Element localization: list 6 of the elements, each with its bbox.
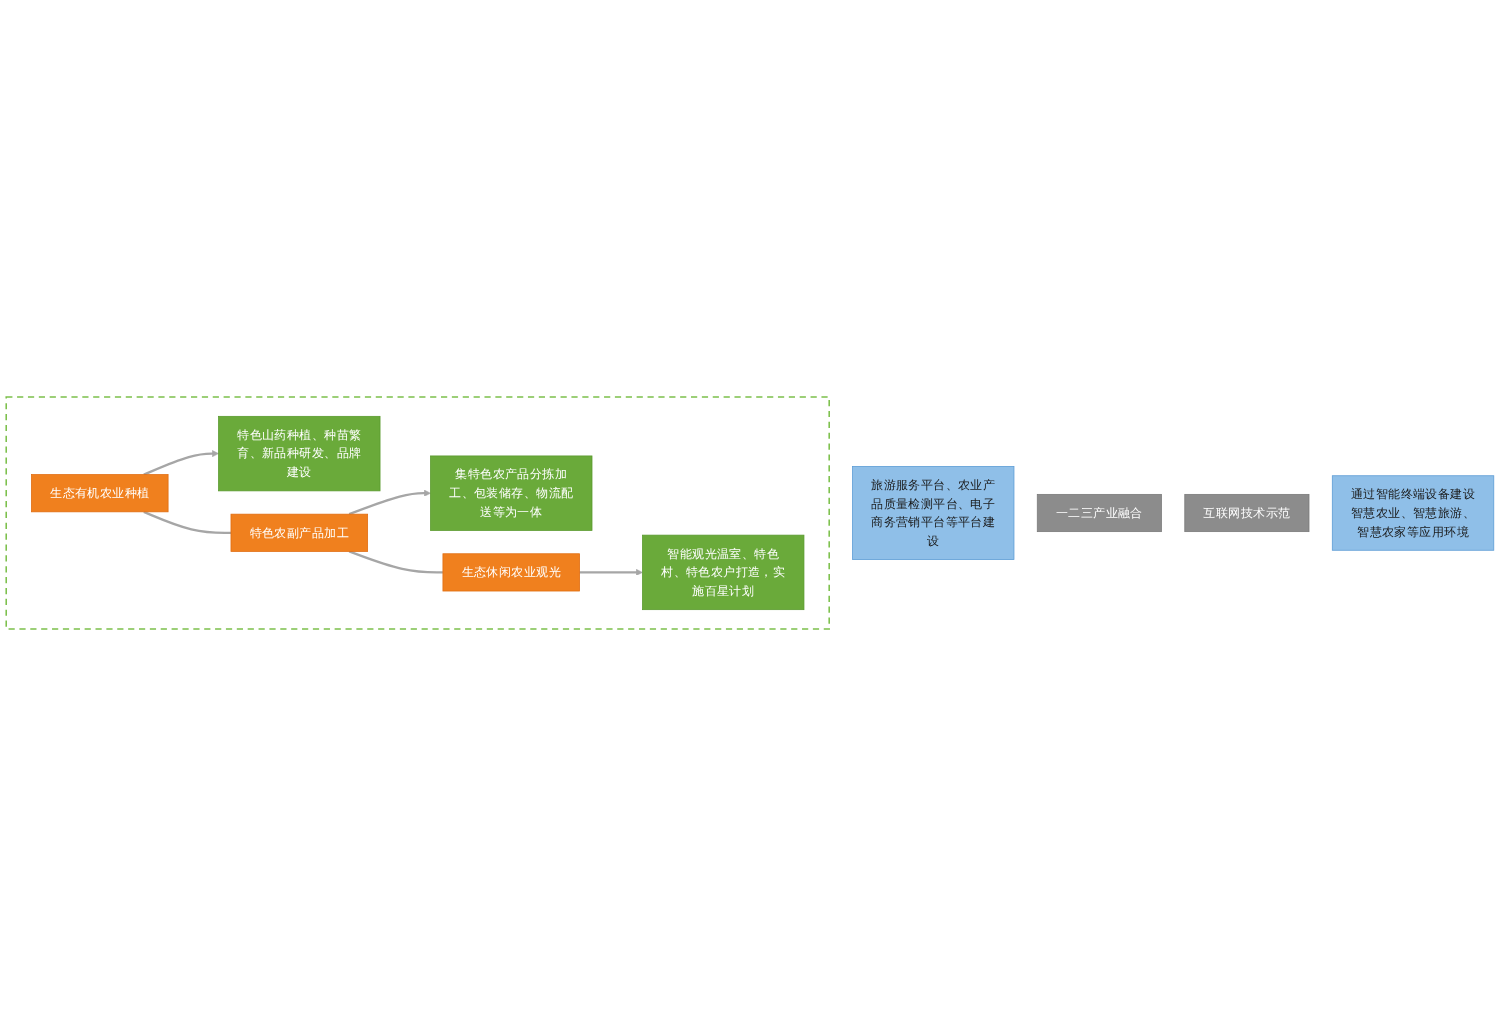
arrow [348,489,431,516]
connector [348,550,443,574]
arrow [579,569,643,576]
connector [143,510,231,534]
cluster [5,396,830,630]
arrow [143,450,219,476]
